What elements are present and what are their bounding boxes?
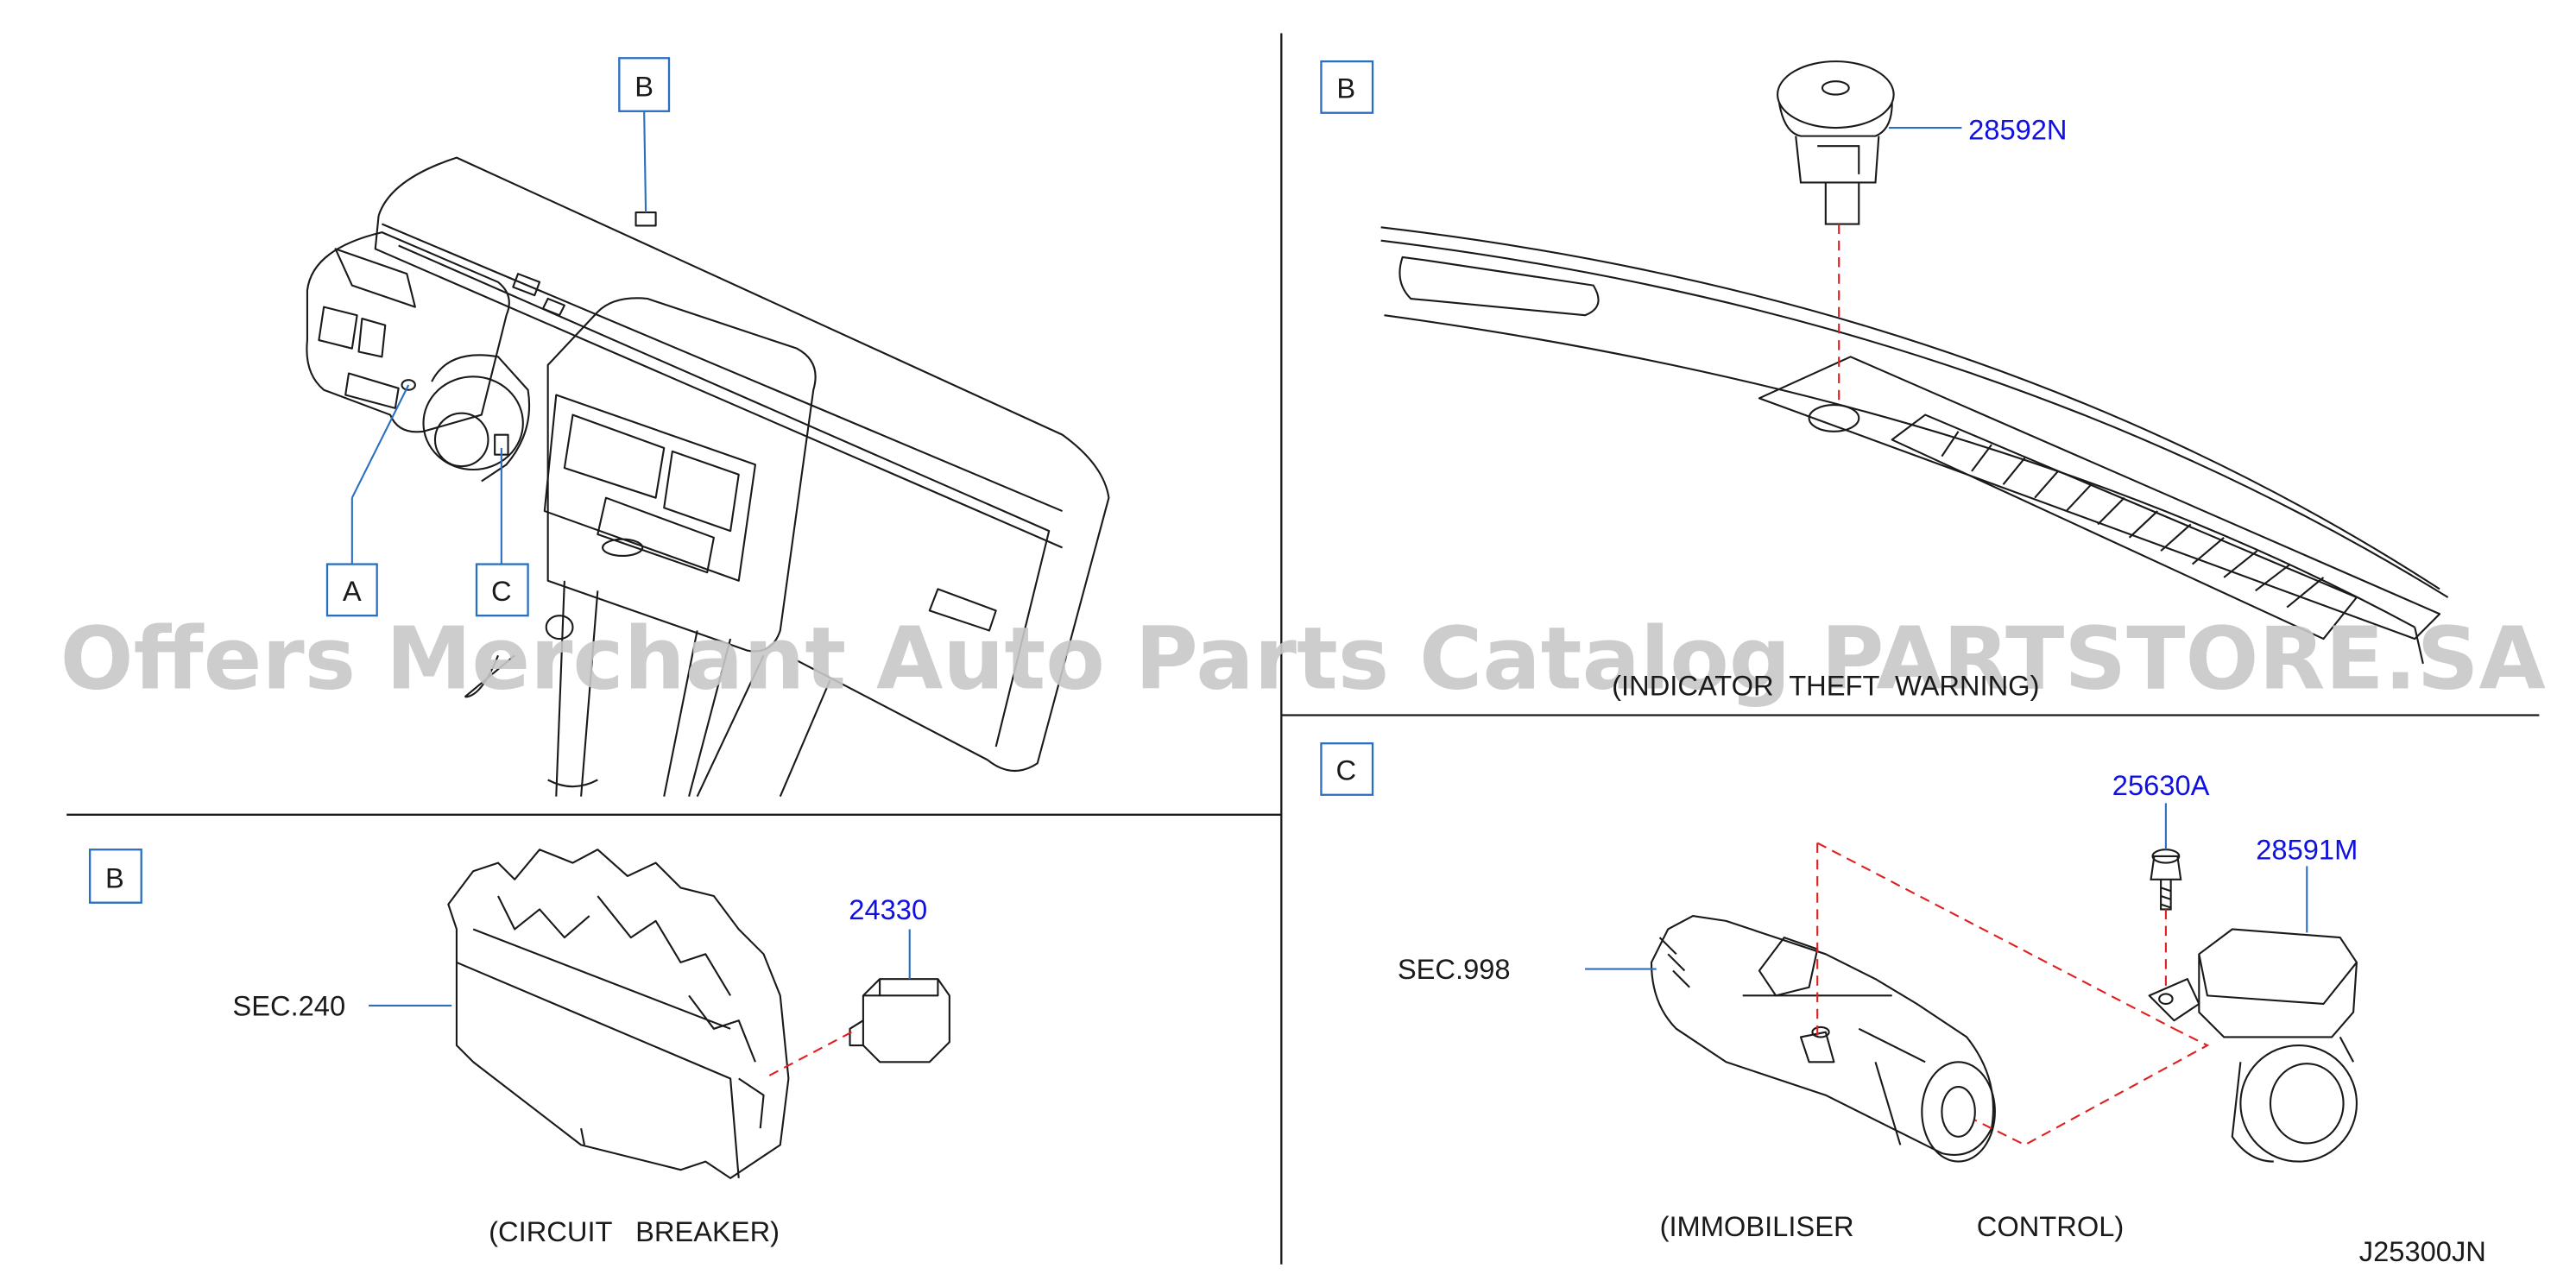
- breaker-part-leader: 24330: [849, 893, 927, 980]
- theft-indicator-part: [1777, 60, 1895, 225]
- immobiliser-antenna-part: [2148, 928, 2358, 1163]
- callout-a-label: A: [343, 575, 362, 607]
- callout-a-overview: A: [325, 384, 410, 617]
- part-number-28592n: 28592N: [1968, 113, 2067, 145]
- callout-b-label: B: [635, 70, 653, 102]
- callout-c-label: C: [491, 575, 512, 607]
- immobiliser-caption-right: CONTROL): [1977, 1210, 2125, 1242]
- sec-998-ref: SEC.998: [1398, 953, 1657, 985]
- steering-lock-illustration: [1650, 915, 1996, 1163]
- indicator-caption: (INDICATOR THEFT WARNING): [1612, 669, 2039, 701]
- immobiliser-caption-left: (IMMOBILISER: [1660, 1210, 1854, 1242]
- panel-dividers: [66, 33, 2540, 1265]
- fuse-block-illustration: [447, 849, 790, 1179]
- svg-text:B: B: [1336, 72, 1355, 104]
- indicator-part-leader: 28592N: [1888, 113, 2068, 145]
- part-number-28591m: 28591M: [2256, 834, 2358, 866]
- part-number-24330: 24330: [849, 893, 927, 925]
- dashboard-illustration: [306, 156, 1110, 798]
- breaker-relay-part: [849, 978, 950, 1063]
- svg-text:SEC.240: SEC.240: [232, 989, 345, 1021]
- svg-text:C: C: [1335, 754, 1356, 786]
- part-leader-28591m: 28591M: [2256, 834, 2358, 933]
- callout-c-overview: C: [475, 448, 529, 617]
- drawing-code: J25300JN: [2359, 1235, 2486, 1267]
- breaker-frame-label: B: [88, 849, 142, 904]
- dash-top-panel-illustration: [1380, 226, 2449, 665]
- breaker-caption: (CIRCUIT BREAKER): [489, 1215, 780, 1247]
- immobiliser-dashed-leaders: [1816, 842, 2210, 1146]
- watermark: Offers Merchant Auto Parts Catalog PARTS…: [60, 609, 2546, 710]
- indicator-frame-label: B: [1320, 60, 1374, 114]
- breaker-dashed-leader: [763, 1031, 852, 1080]
- bolt-25630a: [2150, 849, 2182, 911]
- svg-text:SEC.998: SEC.998: [1398, 953, 1511, 985]
- callout-b-overview: B: [618, 57, 671, 213]
- part-leader-25630a: 25630A: [2112, 769, 2210, 850]
- immobiliser-frame-label: C: [1320, 742, 1374, 796]
- sec-240-ref: SEC.240: [232, 989, 452, 1021]
- part-number-25630a: 25630A: [2112, 769, 2210, 801]
- svg-text:B: B: [105, 861, 124, 893]
